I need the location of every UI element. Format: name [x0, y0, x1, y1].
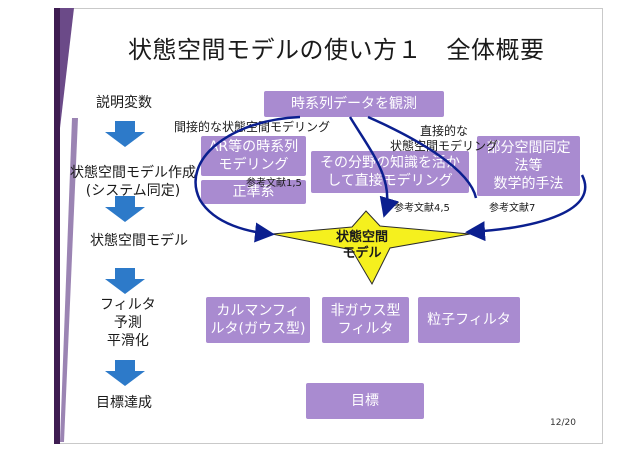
accent-bar — [54, 8, 60, 444]
star-label-line2: モデル — [342, 246, 382, 261]
box-kalman-line2: ルタ(ガウス型) — [210, 321, 306, 337]
step-arrow-1 — [105, 121, 145, 147]
box-ar-line2: モデリング — [218, 157, 289, 173]
page-title: 状態空間モデルの使い方１ 全体概要 — [128, 36, 545, 64]
box-subspace: 部分空間同定法等数学的手法 — [477, 136, 580, 196]
box-subspace-line1: 部分空間同定 — [486, 140, 571, 156]
box-nongauss: 非ガウス型フィルタ — [322, 297, 409, 343]
star-label: 状態空間 モデル — [336, 230, 388, 262]
stripe-2 — [60, 118, 78, 442]
box-goal: 目標 — [306, 383, 424, 419]
stripe-1 — [60, 8, 74, 128]
box-kalman-line1: カルマンフィ — [216, 303, 300, 319]
ref-45: 参考文献4,5 — [394, 203, 450, 214]
box-particle: 粒子フィルタ — [418, 297, 520, 343]
step-arrow-2 — [105, 196, 145, 222]
step-arrow-4 — [105, 360, 145, 386]
box-subspace-line2: 法等 — [514, 158, 543, 174]
curve-direct — [348, 116, 399, 218]
slide-frame — [56, 8, 603, 444]
ref-15: 参考文献1,5 — [246, 178, 302, 189]
box-subspace-line3: 数学的手法 — [493, 176, 564, 192]
curve-to-subspace — [367, 115, 478, 199]
box-domain-line1: その分野の知識を活か — [320, 155, 460, 171]
box-canonical: 正準系 — [201, 180, 306, 204]
label-direct-line1: 直接的な — [420, 124, 469, 138]
curve-indirect — [194, 115, 301, 243]
label-build-line1: 状態空間モデル作成 — [70, 165, 196, 181]
label-indirect: 間接的な状態空間モデリング — [174, 120, 331, 134]
star-label-line1: 状態空間 — [336, 230, 389, 245]
label-filter-line1: フィルタ — [100, 297, 156, 313]
box-observe: 時系列データを観測 — [264, 91, 444, 117]
label-build: 状態空間モデル作成 (システム同定) — [70, 164, 196, 200]
accent-stripes — [60, 8, 78, 442]
label-model: 状態空間モデル — [90, 233, 188, 249]
label-goal: 目標達成 — [96, 395, 152, 411]
label-filter: フィルタ 予測 平滑化 — [100, 296, 156, 350]
box-nongauss-line1: 非ガウス型 — [330, 303, 401, 319]
box-domain-line2: して直接モデリング — [327, 173, 453, 189]
curve-subspace — [465, 174, 587, 242]
ref-7: 参考文献7 — [489, 203, 536, 214]
box-kalman: カルマンフィルタ(ガウス型) — [206, 297, 310, 343]
page-number: 12/20 — [550, 418, 576, 428]
label-build-line2: (システム同定) — [85, 183, 181, 199]
state-space-star — [271, 210, 471, 286]
label-explanatory: 説明変数 — [96, 95, 152, 111]
box-ar-line1: AR等の時系列 — [208, 139, 299, 155]
step-arrow-3 — [105, 268, 145, 294]
label-filter-line3: 平滑化 — [106, 333, 149, 349]
box-nongauss-line2: フィルタ — [337, 321, 394, 337]
label-filter-line2: 予測 — [113, 315, 142, 331]
